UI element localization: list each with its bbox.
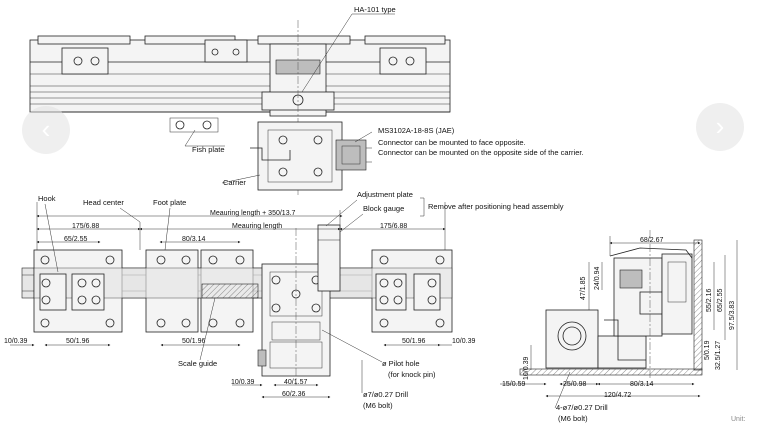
dim-10-side: 10/0.39 xyxy=(523,357,530,380)
label-adjustment-plate: Adjustment plate xyxy=(357,190,413,199)
label-connector-note-2: Connector can be mounted on the opposite… xyxy=(378,148,584,157)
label-foot-plate: Foot plate xyxy=(153,198,186,207)
label-hook: Hook xyxy=(38,194,56,203)
label-drill-right: 4-ø7/ø0.27 Drill xyxy=(556,403,608,412)
side-foot-block xyxy=(545,309,599,369)
dim-50-right: 50/1.96 xyxy=(402,338,425,345)
label-pilot-hole: ø Pilot hole xyxy=(382,359,420,368)
side-dimensions: 68/2.67 47/1.85 24/0.94 55/2.16 65/2.55 … xyxy=(500,236,738,399)
dim-47: 47/1.85 xyxy=(580,277,587,300)
dim-meas-total: Meauring length + 350/13.7 xyxy=(210,210,296,217)
dim-60: 60/2.36 xyxy=(282,391,305,398)
label-block-gauge: Block gauge xyxy=(363,204,404,213)
label-ha101: HA-101 type xyxy=(354,5,396,14)
label-m6-right: (M6 bolt) xyxy=(558,414,588,423)
label-drill-center: ø7/ø0.27 Drill xyxy=(363,390,408,399)
label-knock-pin: (for knock pin) xyxy=(388,370,436,379)
dim-10-left: 10/0.39 xyxy=(4,338,27,345)
unit-note: Unit: xyxy=(731,416,746,423)
prev-slide-button[interactable]: ‹ xyxy=(22,106,70,154)
side-view xyxy=(519,230,703,380)
label-remove-note: Remove after positioning head assembly xyxy=(428,202,564,211)
label-scale-guide: Scale guide xyxy=(178,359,217,368)
side-wall xyxy=(693,239,703,371)
dim-175-right: 175/6.88 xyxy=(380,223,407,230)
label-connector-model: MS3102A-18-8S (JAE) xyxy=(378,126,455,135)
dim-65: 65/2.55 xyxy=(64,236,87,243)
dim-68: 68/2.67 xyxy=(640,237,663,244)
plan-view xyxy=(21,224,453,385)
chevron-left-icon: ‹ xyxy=(41,114,51,144)
chevron-right-icon: › xyxy=(715,111,725,141)
dim-10-center: 10/0.39 xyxy=(231,379,254,386)
dim-55: 55/2.16 xyxy=(706,289,713,312)
carrier xyxy=(257,121,343,191)
dim-15: 15/0.59 xyxy=(502,381,525,388)
dim-65-side: 65/2.55 xyxy=(717,289,724,312)
dim-50-mid: 50/1.96 xyxy=(182,338,205,345)
dim-97: 97.5/3.83 xyxy=(729,301,736,330)
top-view xyxy=(29,20,451,195)
dim-24: 24/0.94 xyxy=(594,267,601,290)
dim-80: 80/3.14 xyxy=(182,236,205,243)
plan-dimensions: Meauring length + 350/13.7 175/6.88 Meau… xyxy=(4,202,475,399)
side-base xyxy=(519,368,703,376)
dim-25: 25/0.98 xyxy=(563,381,586,388)
dim-meas-len: Meauring length xyxy=(232,223,282,230)
dim-175-left: 175/6.88 xyxy=(72,223,99,230)
dim-5: 5/0.19 xyxy=(704,340,711,360)
block-gauge xyxy=(317,224,341,292)
dim-80-side: 80/3.14 xyxy=(630,381,653,388)
plan-holes xyxy=(40,255,445,328)
next-slide-button[interactable]: › xyxy=(696,103,744,151)
dim-40: 40/1.57 xyxy=(284,379,307,386)
dim-32: 32.5/1.27 xyxy=(715,341,722,370)
label-connector-note-1: Connector can be mounted to face opposit… xyxy=(378,138,526,147)
label-fish-plate: Fish plate xyxy=(192,145,225,154)
dim-50-left: 50/1.96 xyxy=(66,338,89,345)
connector xyxy=(335,139,367,171)
dim-10-right: 10/0.39 xyxy=(452,338,475,345)
label-head-center: Head center xyxy=(83,198,124,207)
dim-120: 120/4.72 xyxy=(604,392,631,399)
label-carrier: Carrier xyxy=(223,178,246,187)
label-m6-center: (M6 bolt) xyxy=(363,401,393,410)
